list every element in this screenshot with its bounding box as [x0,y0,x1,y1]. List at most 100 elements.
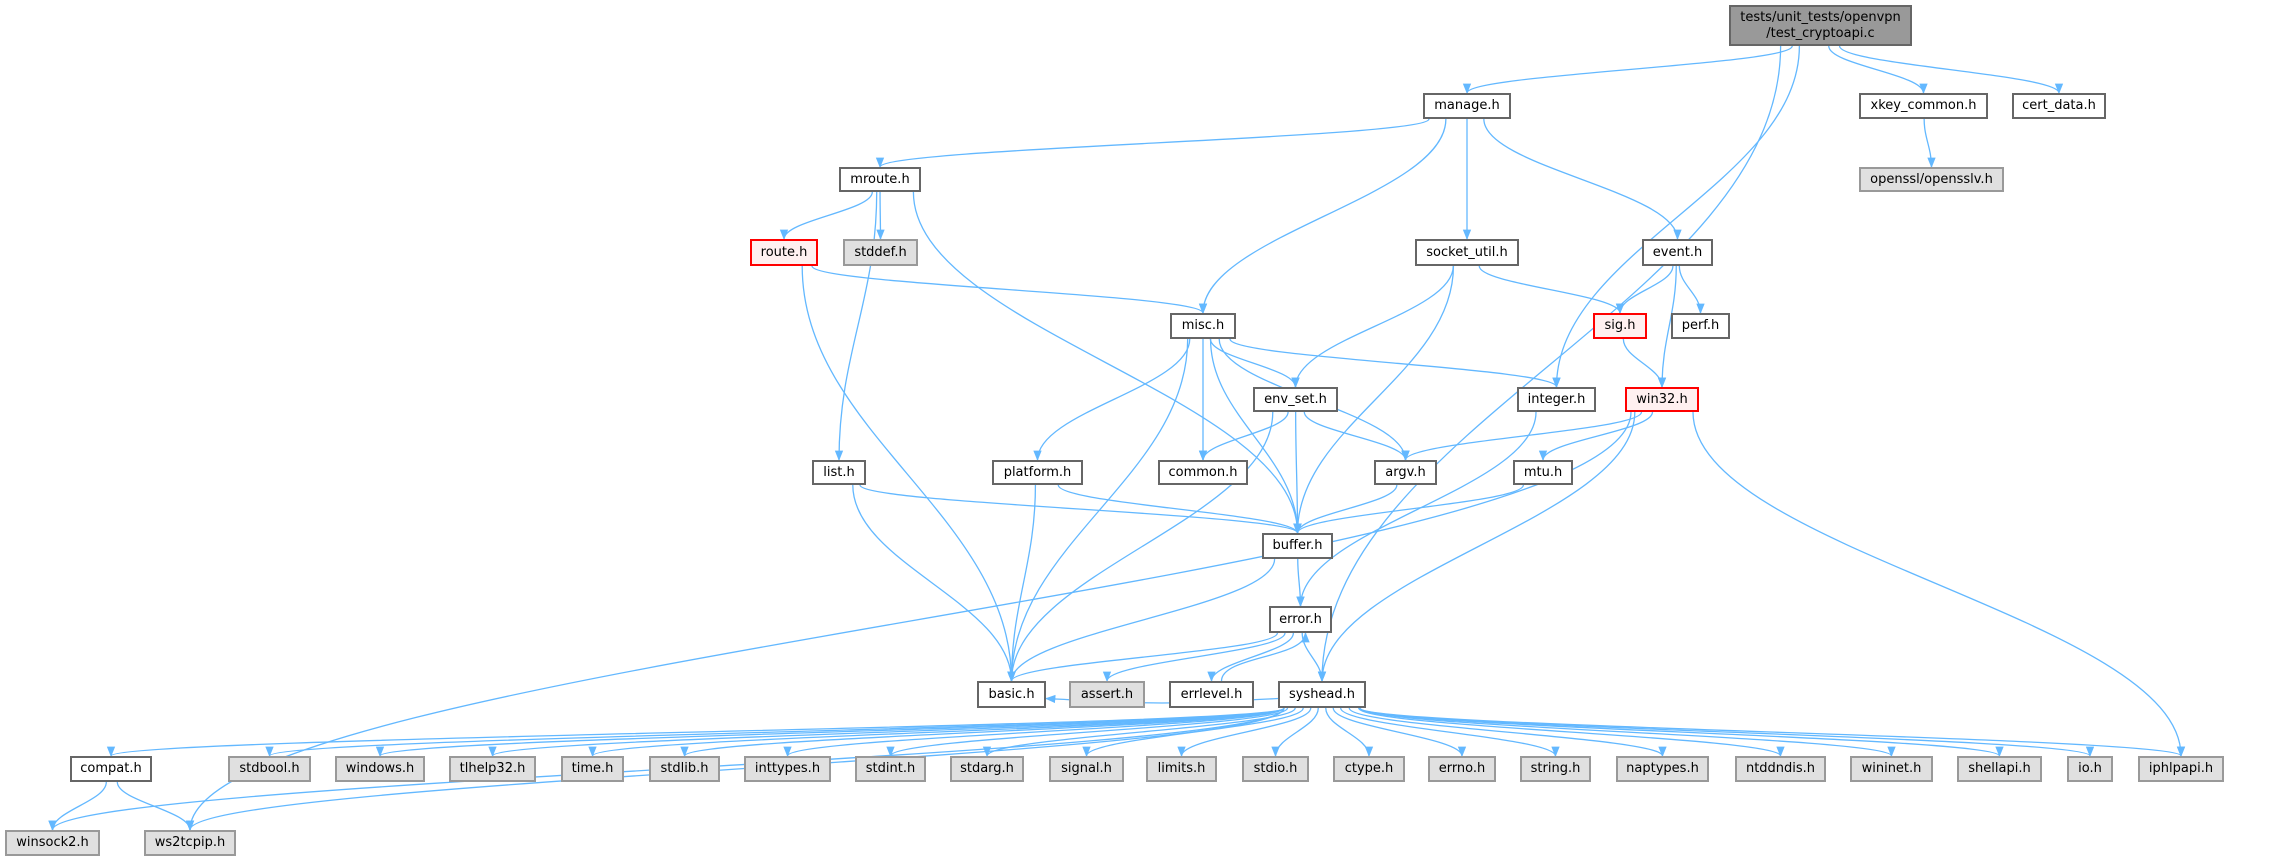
edge-event-to-win32 [1657,265,1677,389]
edge-error-to-assert [1102,632,1286,683]
node-manage[interactable]: manage.h [1423,93,1511,119]
node-naptypes[interactable]: naptypes.h [1616,756,1709,782]
node-label: signal.h [1061,761,1112,776]
node-windows[interactable]: windows.h [335,756,425,782]
edge-syshead-to-compat [107,707,1285,758]
node-perf[interactable]: perf.h [1671,313,1730,339]
edge-event-to-sig [1615,265,1674,315]
node-label: stdlib.h [660,761,709,776]
edge-misc-to-buffer [1209,338,1302,535]
node-root[interactable]: tests/unit_tests/openvpn /test_cryptoapi… [1729,5,1912,46]
node-integer[interactable]: integer.h [1517,387,1596,412]
node-env-set[interactable]: env_set.h [1253,387,1338,412]
node-signal[interactable]: signal.h [1049,756,1124,782]
node-label: sig.h [1604,318,1636,333]
edge-compat-to-winsock2 [48,781,107,832]
node-ntddndis[interactable]: ntddndis.h [1735,756,1826,782]
node-event[interactable]: event.h [1642,239,1713,266]
edge-integer-to-error [1296,411,1537,608]
edge-syshead-to-iphlpapi [1359,707,2185,758]
edge-syshead-to-tlhelp32 [488,707,1285,758]
node-wininet[interactable]: wininet.h [1850,756,1933,782]
node-label: argv.h [1385,464,1426,480]
edge-env_set-to-basic [1007,411,1274,683]
edge-buffer-to-basic [1007,558,1276,683]
node-label: ctype.h [1344,761,1394,776]
edge-win32-to-syshead [1317,411,1636,683]
node-ws2tcpip[interactable]: ws2tcpip.h [144,830,236,856]
node-string[interactable]: string.h [1520,756,1591,782]
edge-error-to-errlevel [1207,632,1295,683]
node-misc[interactable]: misc.h [1170,313,1236,339]
node-label: error.h [1279,611,1322,627]
edge-route-to-misc [811,265,1207,315]
node-stdbool[interactable]: stdbool.h [228,756,311,782]
node-basic[interactable]: basic.h [977,681,1046,708]
node-cert-data[interactable]: cert_data.h [2012,93,2106,119]
edge-socket_util-to-env_set [1291,265,1454,389]
node-list[interactable]: list.h [812,460,866,485]
node-label: basic.h [988,686,1035,702]
node-limits[interactable]: limits.h [1146,756,1217,782]
edge-compat-to-ws2tcpip [116,781,195,832]
edge-syshead-to-inttypes [783,707,1285,758]
edge-error-to-syshead [1301,632,1327,683]
node-label: platform.h [1003,464,1072,480]
edge-win32-to-argv [1401,411,1643,462]
node-stdarg[interactable]: stdarg.h [950,756,1024,782]
node-sig[interactable]: sig.h [1593,313,1647,339]
node-winsock2[interactable]: winsock2.h [5,830,100,856]
node-label: syshead.h [1288,686,1356,702]
node-errlevel[interactable]: errlevel.h [1169,681,1254,708]
node-syshead[interactable]: syshead.h [1278,681,1366,708]
edge-syshead-to-stdarg [982,707,1296,758]
node-mtu[interactable]: mtu.h [1513,460,1573,485]
node-win32[interactable]: win32.h [1625,387,1699,412]
node-route[interactable]: route.h [750,239,818,266]
node-shellapi[interactable]: shellapi.h [1957,756,2042,782]
node-common[interactable]: common.h [1158,460,1248,485]
node-error[interactable]: error.h [1269,606,1332,633]
edge-list-to-buffer [859,484,1302,535]
edge-platform-to-buffer [1057,484,1302,535]
node-time[interactable]: time.h [561,756,624,782]
node-stddef[interactable]: stddef.h [843,239,918,266]
node-label: shellapi.h [1968,761,2031,776]
node-stdint[interactable]: stdint.h [855,756,926,782]
node-label: route.h [760,244,808,260]
node-io[interactable]: io.h [2067,756,2113,782]
node-label: wininet.h [1861,761,1922,776]
node-platform[interactable]: platform.h [992,460,1083,485]
node-argv[interactable]: argv.h [1374,460,1437,485]
node-ctype[interactable]: ctype.h [1333,756,1405,782]
edge-errlevel-to-error [1220,631,1310,682]
node-inttypes[interactable]: inttypes.h [744,756,831,782]
node-xkey-common[interactable]: xkey_common.h [1859,93,1988,119]
edge-route-to-basic [801,265,1016,683]
node-assert[interactable]: assert.h [1069,681,1145,708]
edge-syshead-to-errno [1332,707,1467,758]
node-tlhelp32[interactable]: tlhelp32.h [449,756,536,782]
edge-misc-to-integer [1229,338,1561,389]
node-stdlib[interactable]: stdlib.h [649,756,720,782]
node-compat[interactable]: compat.h [70,756,152,782]
edge-manage-to-mroute [876,118,1430,169]
node-mroute[interactable]: mroute.h [839,167,921,192]
node-label: inttypes.h [754,761,821,776]
node-iphlpapi[interactable]: iphlpapi.h [2138,756,2224,782]
node-socket-util[interactable]: socket_util.h [1415,239,1519,266]
node-label: compat.h [80,761,142,776]
node-buffer[interactable]: buffer.h [1262,533,1333,559]
node-label: windows.h [345,761,415,776]
edge-buffer-to-error [1296,558,1305,608]
edge-sig-to-win32 [1622,338,1667,389]
node-label: env_set.h [1264,391,1327,407]
edge-env_set-to-common [1198,411,1289,462]
edge-xkey_common-to-opensslv [1923,118,1936,169]
node-label: mtu.h [1523,464,1563,480]
node-label: integer.h [1527,391,1586,407]
node-stdio[interactable]: stdio.h [1242,756,1309,782]
edge-socket_util-to-sig [1478,265,1625,315]
node-errno[interactable]: errno.h [1428,756,1496,782]
node-opensslv[interactable]: openssl/opensslv.h [1859,167,2004,192]
